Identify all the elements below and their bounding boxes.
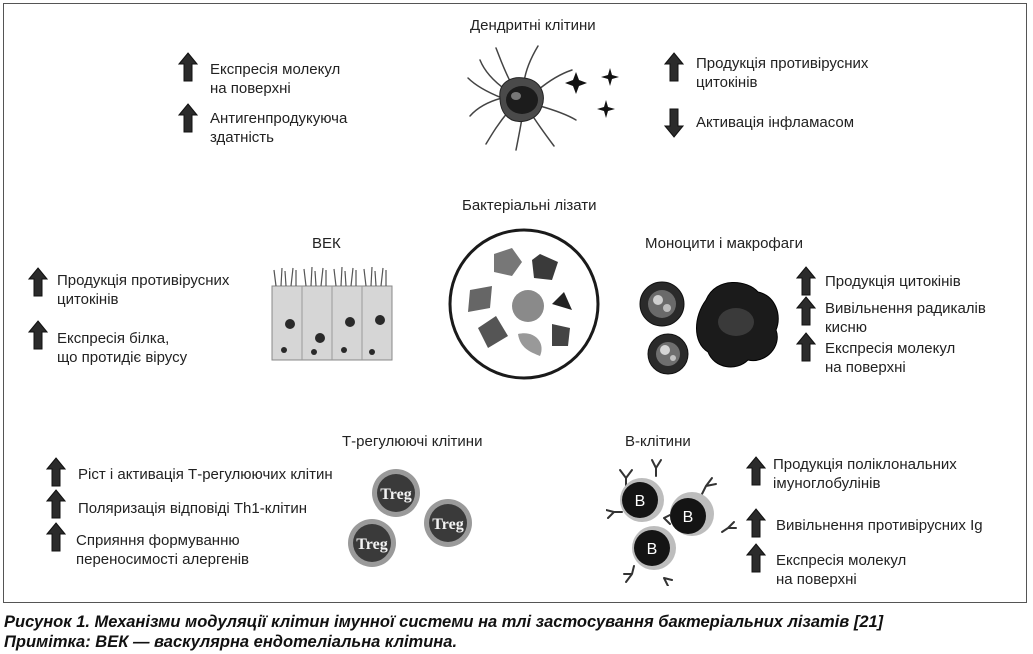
- b-cell-label: B: [683, 509, 694, 526]
- dendritic-cell-illustration: [467, 45, 619, 151]
- up-arrow-icon: [28, 320, 48, 350]
- treg-cell: Treg: [372, 469, 420, 517]
- treg-label: Treg: [380, 486, 411, 503]
- up-arrow-icon: [746, 456, 766, 486]
- up-arrow-icon: [178, 103, 198, 133]
- heading-monocytes-macrophages: Моноцити і макрофаги: [645, 235, 803, 252]
- effect-label: Поляризація відповіді Th1-клітин: [78, 500, 308, 517]
- bacterial-lysate-illustration: [448, 228, 600, 380]
- treg-cell: Treg: [348, 519, 396, 567]
- up-arrow-icon: [46, 457, 66, 487]
- treg-label: Treg: [432, 516, 463, 533]
- effect-label: Ріст і активація Т-регулюючих клітин: [78, 466, 333, 483]
- heading-vek: ВЕК: [312, 235, 341, 252]
- heading-b-cells: В-клітини: [625, 433, 691, 450]
- up-arrow-icon: [796, 332, 816, 362]
- up-arrow-icon: [664, 52, 684, 82]
- up-arrow-icon: [796, 296, 816, 326]
- up-arrow-icon: [28, 267, 48, 297]
- effect-label: Продукція цитокінів: [825, 273, 961, 290]
- figure-note: Примітка: ВЕК — васкулярна ендотеліальна…: [4, 633, 458, 651]
- effect-label: Активація інфламасом: [696, 114, 855, 131]
- heading-dendritic-cells: Дендритні клітини: [470, 17, 596, 34]
- b-cell-label: B: [635, 493, 646, 510]
- up-arrow-icon: [46, 522, 66, 552]
- up-arrow-icon: [796, 266, 816, 296]
- treg-cells-illustration: Treg Treg Treg: [348, 469, 472, 567]
- endothelial-cells-illustration: [271, 266, 393, 361]
- up-arrow-icon: [178, 52, 198, 82]
- figure-caption: Рисунок 1. Механізми модуляції клітин ім…: [4, 613, 884, 631]
- effect-label: Експресія білка,що протидіє вірусу: [57, 330, 188, 366]
- up-arrow-icon: [746, 543, 766, 573]
- monocytes-macrophages-illustration: [639, 281, 779, 375]
- treg-label: Treg: [356, 536, 387, 553]
- effect-label: Вивільнення противірусних Ig: [776, 517, 983, 534]
- treg-cell: Treg: [424, 499, 472, 547]
- up-arrow-icon: [746, 508, 766, 538]
- heading-bacterial-lysates: Бактеріальні лізати: [462, 197, 597, 214]
- down-arrow-icon: [664, 108, 684, 138]
- b-cells-illustration: B B B: [606, 459, 737, 586]
- up-arrow-icon: [46, 489, 66, 519]
- heading-t-regulatory-cells: Т-регулюючі клітини: [342, 433, 483, 450]
- b-cell-label: B: [647, 541, 658, 558]
